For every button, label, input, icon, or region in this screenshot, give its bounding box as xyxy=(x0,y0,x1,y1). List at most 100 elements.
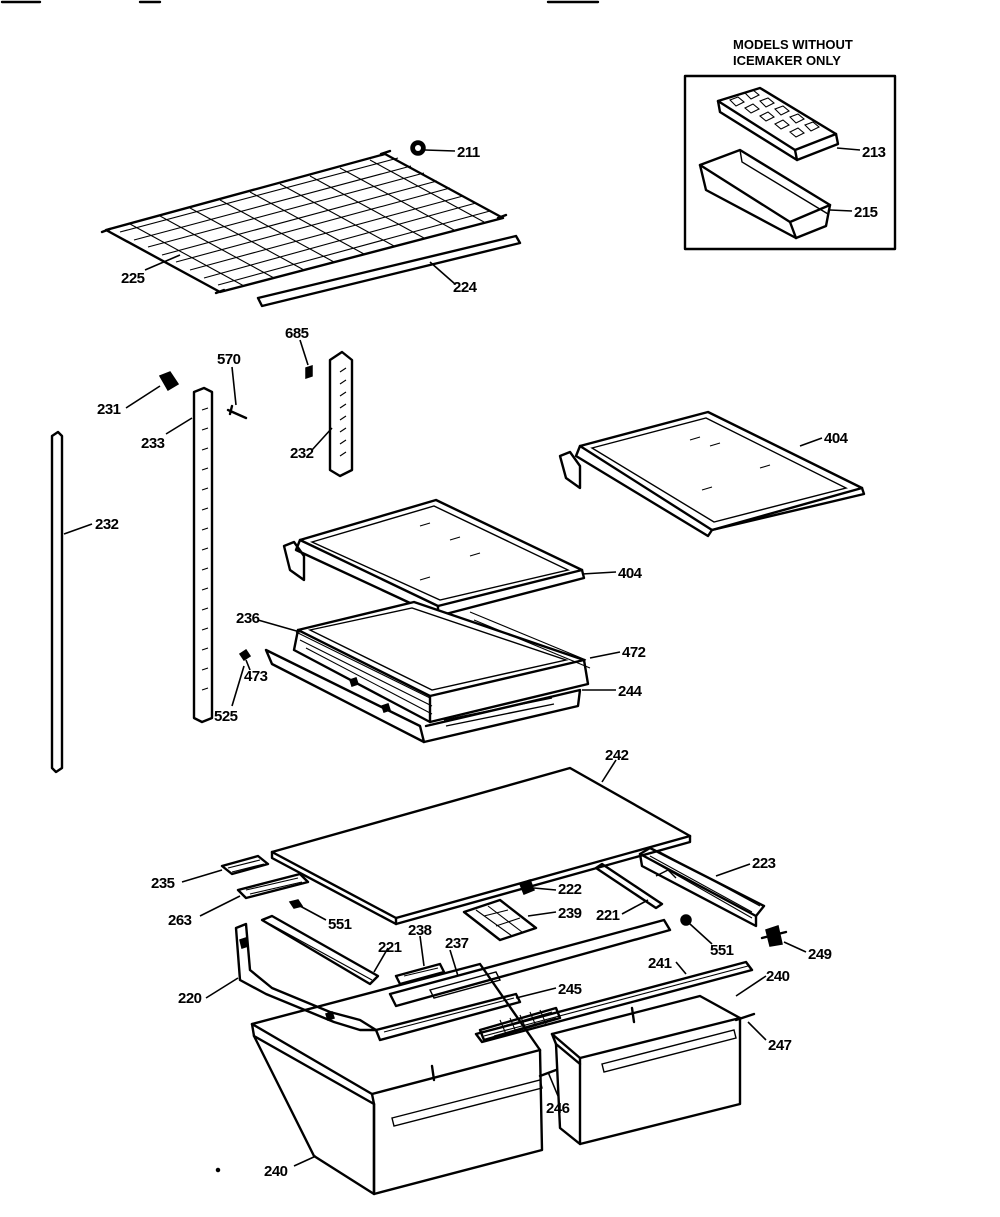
leader-233 xyxy=(165,417,193,435)
label-551-right: 551 xyxy=(710,942,734,959)
leader-213 xyxy=(836,147,861,151)
wire-shelf-225 xyxy=(100,149,508,295)
leader-238 xyxy=(419,935,425,967)
leader-263 xyxy=(199,895,241,917)
label-236: 236 xyxy=(236,610,260,627)
leader-211 xyxy=(424,149,456,152)
side-rail-232-long xyxy=(50,430,64,774)
screw-685 xyxy=(305,364,313,380)
leader-220 xyxy=(205,977,239,999)
inset-title-line1: MODELS WITHOUT xyxy=(733,37,853,52)
leader-231 xyxy=(125,385,161,409)
ice-tray-213 xyxy=(716,86,840,162)
leader-525 xyxy=(231,665,245,707)
label-225: 225 xyxy=(121,270,145,287)
inset-title-line2: ICEMAKER ONLY xyxy=(733,53,841,68)
label-570: 570 xyxy=(217,351,241,368)
leader-235 xyxy=(181,869,223,883)
glass-shelf-404-right xyxy=(558,410,866,538)
label-247: 247 xyxy=(768,1037,792,1054)
label-242: 242 xyxy=(605,747,629,764)
screw-551-left xyxy=(288,899,304,909)
leader-245 xyxy=(515,987,557,999)
shelf-ladder-233 xyxy=(192,386,214,724)
leader-570 xyxy=(231,366,237,406)
label-241: 241 xyxy=(648,955,672,972)
label-237: 237 xyxy=(445,935,469,952)
crisper-cover-236 xyxy=(264,600,591,744)
side-panel-220 xyxy=(234,922,378,1032)
slide-rail-223 xyxy=(638,846,766,928)
leader-249 xyxy=(783,941,807,953)
slide-221-right xyxy=(594,862,664,910)
shelf-ladder-232-short xyxy=(328,350,354,478)
label-238: 238 xyxy=(408,922,432,939)
leader-221-right xyxy=(621,899,649,915)
bracket-249 xyxy=(760,925,788,947)
label-685: 685 xyxy=(285,325,309,342)
label-223: 223 xyxy=(752,855,776,872)
label-240-left: 240 xyxy=(264,1163,288,1180)
shelf-trim-224 xyxy=(256,234,522,308)
clip-231 xyxy=(158,371,180,392)
label-263: 263 xyxy=(168,912,192,929)
label-221-right: 221 xyxy=(596,907,620,924)
label-211: 211 xyxy=(457,144,480,161)
leader-242 xyxy=(601,759,617,783)
leader-221-left xyxy=(373,947,389,973)
leader-246 xyxy=(547,1071,559,1097)
label-246: 246 xyxy=(546,1100,570,1117)
leader-240-left xyxy=(293,1155,317,1167)
leader-551-left xyxy=(299,905,327,921)
icemaker-inset: MODELS WITHOUT ICEMAKER ONLY xyxy=(683,37,897,251)
bracket-235 xyxy=(220,854,270,876)
label-235: 235 xyxy=(151,875,175,892)
callout-labels: 211 213 215 225 224 685 570 231 233 232 … xyxy=(95,144,886,1180)
ice-bin-215 xyxy=(698,148,832,240)
label-222: 222 xyxy=(558,881,582,898)
label-221-left: 221 xyxy=(378,939,402,956)
leader-247 xyxy=(747,1021,767,1041)
label-213: 213 xyxy=(862,144,886,161)
label-473: 473 xyxy=(244,668,268,685)
label-239: 239 xyxy=(558,905,582,922)
label-245: 245 xyxy=(558,981,582,998)
leader-473 xyxy=(245,659,251,671)
crisper-drawer-240-right xyxy=(550,994,756,1146)
front-rail-237 xyxy=(388,918,672,1008)
rail-221-left xyxy=(260,914,380,986)
crisper-drawer-240-left xyxy=(250,962,558,1196)
leader-240-right xyxy=(735,975,767,997)
leader-224 xyxy=(429,261,456,285)
crisper-glass-242 xyxy=(270,766,692,926)
label-220: 220 xyxy=(178,990,202,1007)
label-551-left: 551 xyxy=(328,916,352,933)
leader-404-middle xyxy=(581,571,617,575)
rail-245 xyxy=(374,992,522,1042)
leader-472 xyxy=(589,651,621,659)
leader-241 xyxy=(675,961,687,975)
leader-551-right xyxy=(689,923,713,945)
bracket-263 xyxy=(236,872,310,900)
label-232-short: 232 xyxy=(290,445,314,462)
glass-shelf-404-middle xyxy=(282,498,586,618)
leader-225 xyxy=(144,254,181,271)
label-224: 224 xyxy=(453,279,478,296)
leader-223 xyxy=(715,863,751,877)
screw-551-right xyxy=(680,914,692,926)
label-240-right: 240 xyxy=(766,968,790,985)
leader-236 xyxy=(257,619,301,633)
leader-237 xyxy=(449,949,459,977)
clip-473 xyxy=(238,648,252,662)
label-215: 215 xyxy=(854,204,878,221)
leader-232-short xyxy=(311,427,333,451)
label-404-right: 404 xyxy=(824,430,849,447)
leader-404-right xyxy=(799,437,823,447)
label-249: 249 xyxy=(808,946,832,963)
label-525: 525 xyxy=(214,708,238,725)
label-244: 244 xyxy=(618,683,643,700)
stray-dot xyxy=(215,1167,221,1173)
slide-238 xyxy=(394,962,446,986)
inset-frame xyxy=(683,74,897,251)
